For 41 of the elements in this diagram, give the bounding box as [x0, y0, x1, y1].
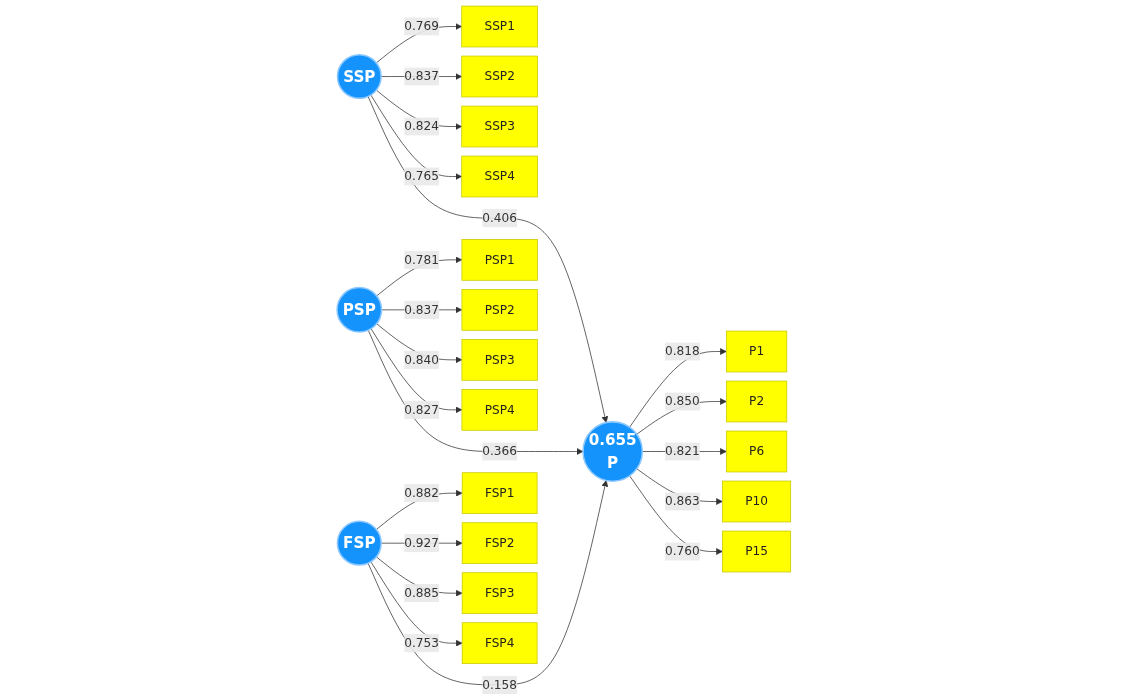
edge-label: 0.753: [403, 635, 439, 650]
node-box: P15: [721, 530, 791, 573]
node-box: PSP2: [461, 289, 538, 331]
edge-label: 0.882: [403, 485, 439, 500]
edge-label: 0.837: [403, 68, 439, 84]
node-box: SSP2: [460, 55, 538, 98]
edge-label: 0.765: [403, 168, 439, 184]
edge-label: 0.840: [403, 352, 439, 367]
node-box: SSP1: [460, 5, 538, 48]
node-circle: 0.655 P: [581, 421, 643, 482]
node-circle: FSP: [336, 520, 382, 566]
node-box: FSP2: [461, 522, 538, 564]
edge-label: 0.406: [481, 210, 517, 225]
node-box: P6: [725, 430, 787, 473]
edge-label: 0.760: [664, 543, 700, 559]
edge-label: 0.366: [481, 443, 517, 459]
node-box: P10: [721, 480, 791, 523]
node-box: SSP4: [460, 155, 538, 198]
edge-label: 0.818: [664, 343, 700, 359]
node-box: FSP3: [461, 572, 538, 614]
edge-label: 0.821: [664, 443, 700, 459]
node-box: FSP4: [461, 622, 538, 664]
edge-label: 0.885: [403, 585, 439, 600]
node-box: SSP3: [460, 105, 538, 148]
node-circle: SSP: [336, 53, 382, 100]
edge-label: 0.837: [403, 302, 439, 317]
edge-label: 0.769: [403, 18, 439, 34]
edge-label: 0.158: [481, 677, 517, 692]
edge-label: 0.850: [664, 393, 700, 409]
edge-label: 0.824: [403, 118, 439, 134]
node-box: FSP1: [461, 472, 538, 514]
node-box: PSP3: [461, 339, 538, 381]
node-box: PSP1: [461, 239, 538, 281]
node-box: PSP4: [461, 389, 538, 431]
node-box: P1: [725, 330, 787, 373]
edge-label: 0.827: [403, 402, 439, 417]
node-circle: PSP: [335, 286, 382, 333]
node-box: P2: [725, 380, 787, 423]
edge-label: 0.781: [403, 252, 439, 267]
edge-label: 0.863: [664, 493, 700, 509]
edge-label: 0.927: [403, 535, 439, 550]
